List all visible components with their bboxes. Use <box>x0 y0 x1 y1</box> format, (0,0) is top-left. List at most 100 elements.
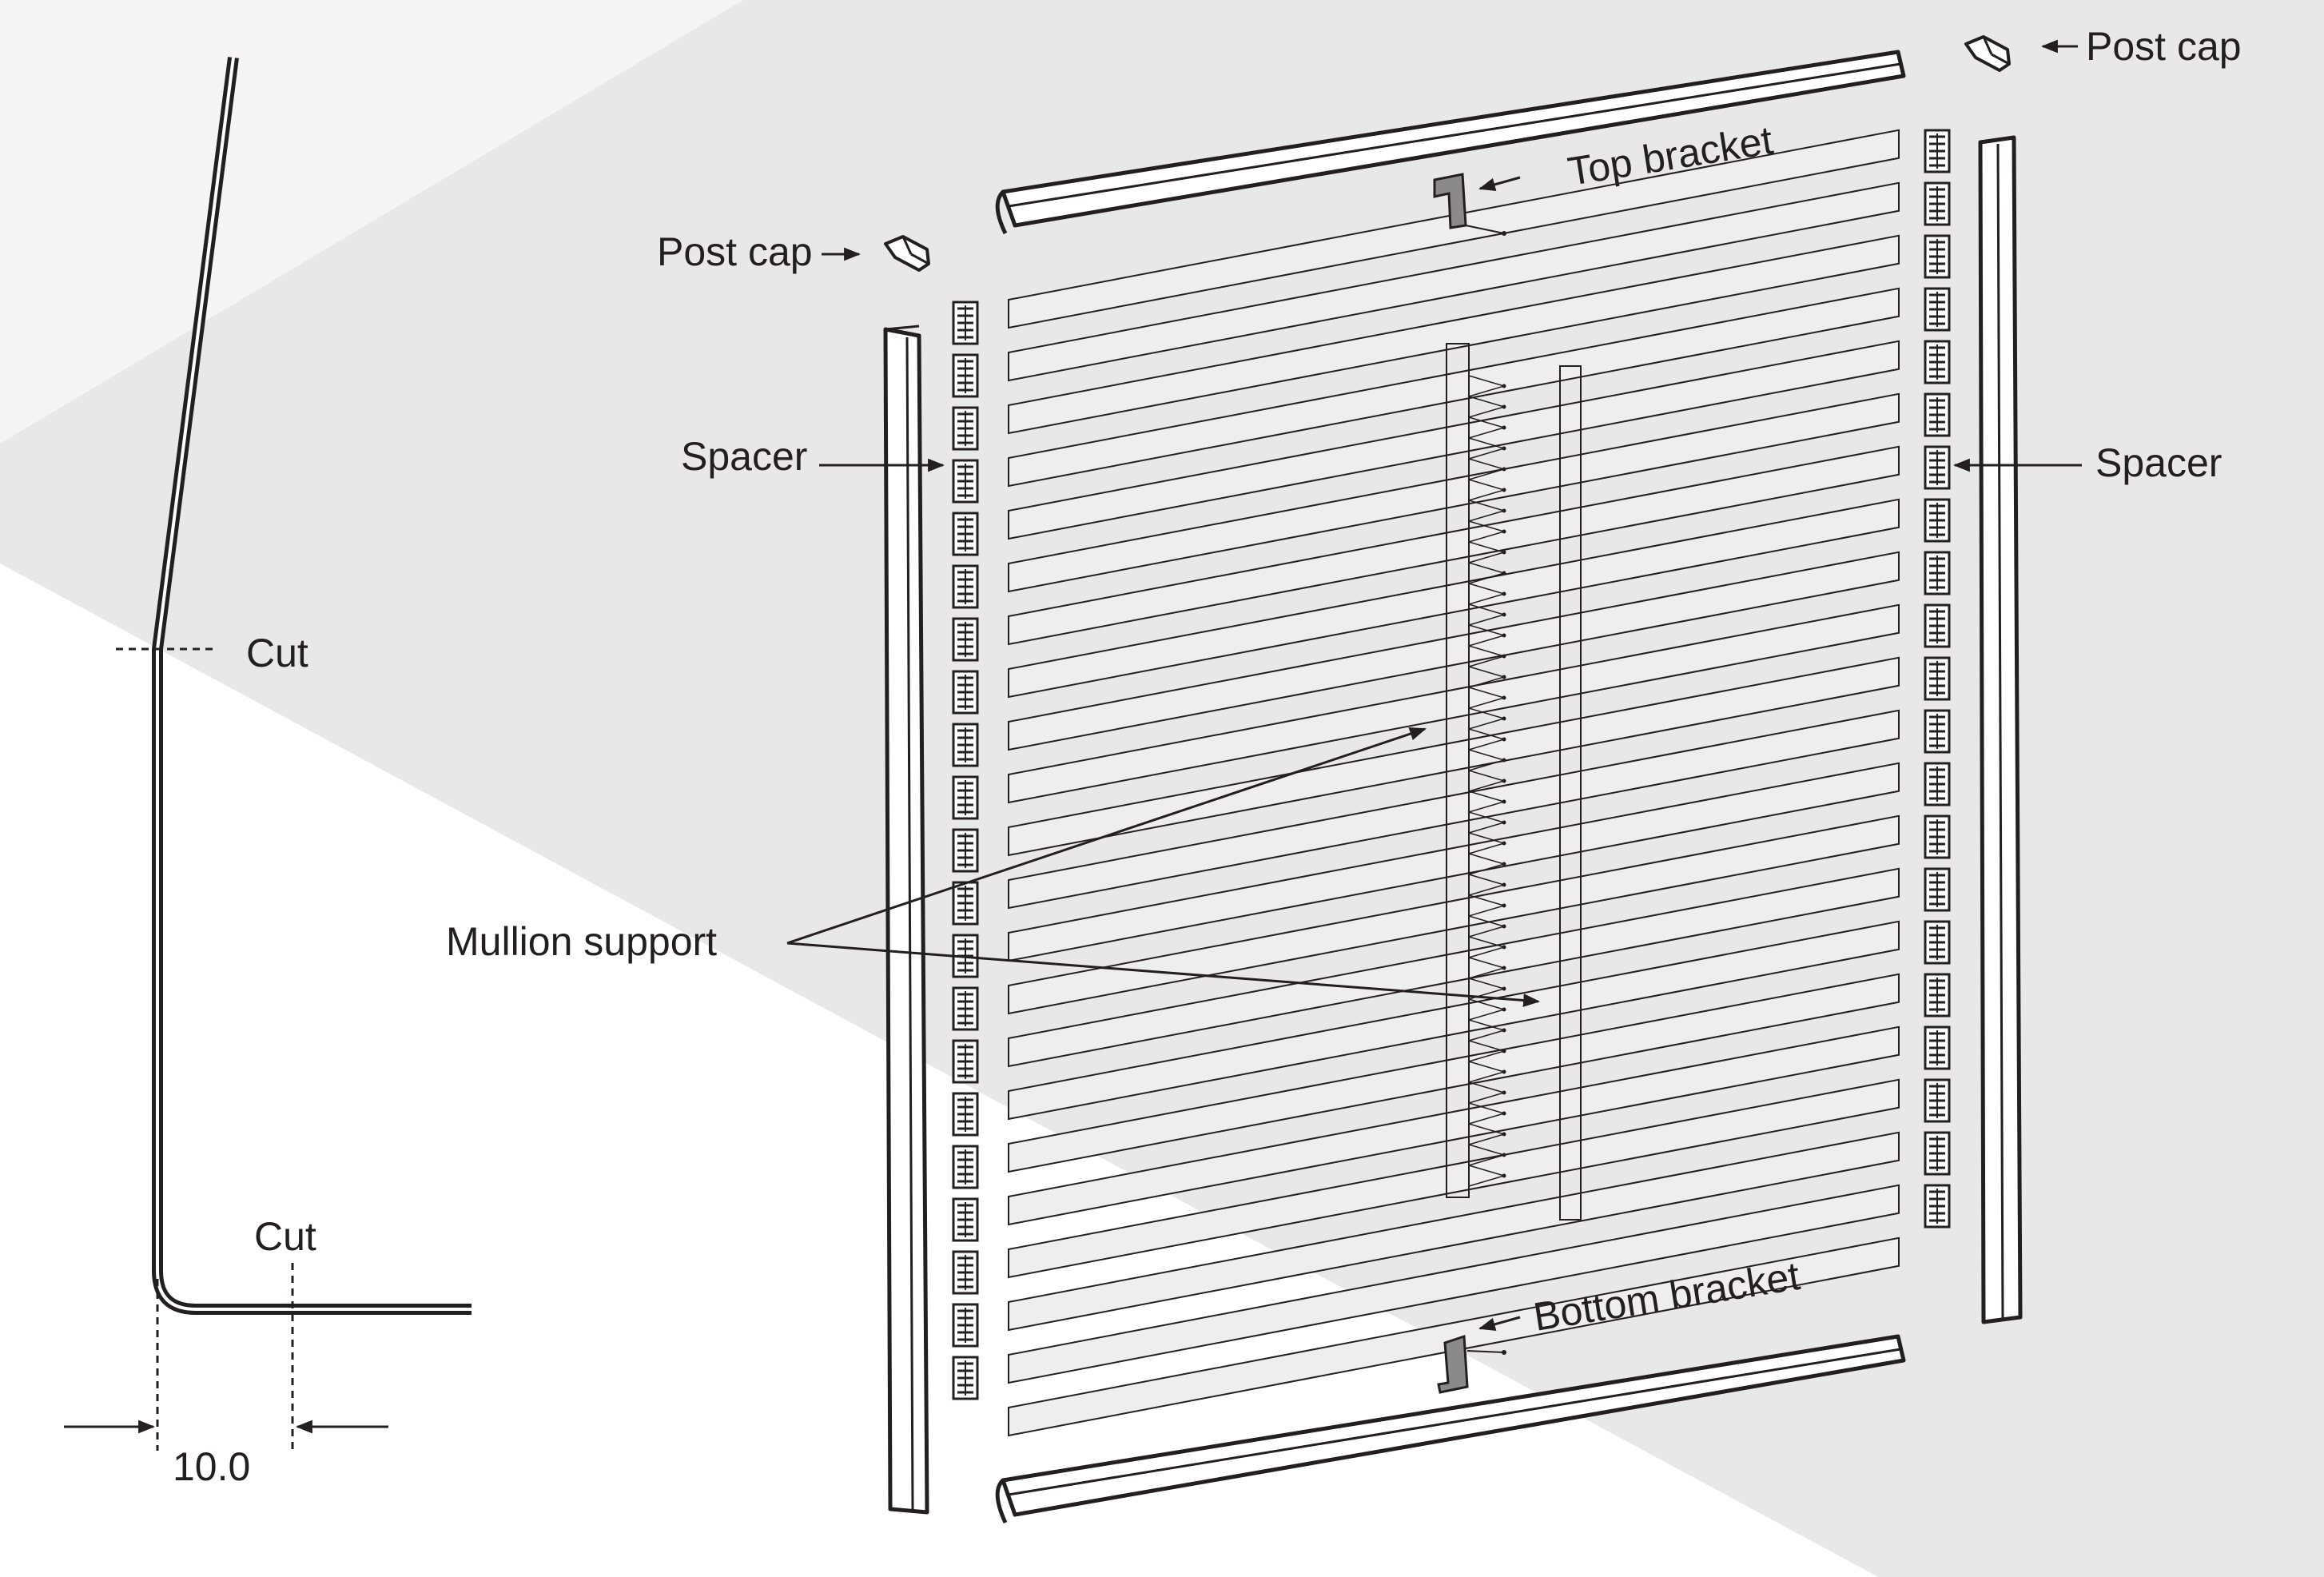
ladder-pin <box>1502 695 1506 700</box>
ladder-pin <box>1502 675 1506 679</box>
background-white <box>0 563 1878 1577</box>
cut-label-lower: Cut <box>254 1214 316 1259</box>
ladder-pin <box>1502 633 1506 638</box>
spacer-icon <box>1924 920 1951 965</box>
slat <box>1008 814 1900 1015</box>
ladder-pin <box>1502 1049 1506 1053</box>
bottom-bracket-icon <box>1437 1334 1506 1394</box>
spacer-icon <box>1924 340 1951 384</box>
slat <box>1008 551 1900 751</box>
slats <box>1008 129 1900 1437</box>
slat <box>1008 287 1900 488</box>
spacer-icon <box>952 1145 979 1189</box>
slat <box>1008 1131 1900 1332</box>
slat <box>1008 656 1900 857</box>
spacer-icon <box>952 1250 979 1295</box>
slat <box>1008 762 1900 962</box>
ladder-pin <box>1502 1028 1506 1033</box>
spacer-icon <box>952 670 979 715</box>
cut-label-upper: Cut <box>246 631 308 675</box>
mullion-support-label: Mullion support <box>446 919 717 964</box>
spacer-icon <box>952 1197 979 1242</box>
ladder-pin <box>1502 820 1506 825</box>
ladder-pin <box>1502 1173 1506 1178</box>
slat <box>1008 445 1900 646</box>
spacer-icon <box>952 986 979 1031</box>
spacer-icon <box>952 828 979 873</box>
ladder-pin <box>1502 903 1506 908</box>
spacer-icon <box>952 1303 979 1348</box>
spacer-icon <box>952 564 979 609</box>
ladder-pin <box>1502 862 1506 866</box>
assembly <box>883 35 2023 1524</box>
dimension-value: 10.0 <box>173 1444 250 1489</box>
spacer-icon <box>1924 181 1951 226</box>
spacer-icon <box>1924 287 1951 332</box>
slat <box>1008 129 1900 329</box>
ladder-pin <box>1502 799 1506 804</box>
slat <box>1008 1025 1900 1226</box>
ladder-pin <box>1502 550 1506 555</box>
top-bracket-arrow-icon <box>1478 176 1521 191</box>
slat <box>1008 1237 1900 1437</box>
slat <box>1008 1184 1900 1384</box>
bottom-rail <box>995 1334 1906 1524</box>
spacer-icon <box>952 1356 979 1400</box>
top-bracket-icon <box>1433 173 1506 236</box>
bottom-bracket-arrow-icon <box>1478 1316 1521 1331</box>
ladder-pin <box>1502 1111 1506 1116</box>
post-cap-right-icon <box>1964 35 2011 72</box>
spacer-icon <box>952 353 979 398</box>
spacer-icon <box>952 775 979 820</box>
ladder-pin <box>1502 924 1506 929</box>
spacer-icon <box>1924 1184 1951 1229</box>
spacer-icon <box>1924 762 1951 806</box>
spacer-icon <box>1924 867 1951 912</box>
profile-detail: Cut Cut 10.0 <box>64 57 472 1489</box>
ladder-pin <box>1502 446 1506 451</box>
slat <box>1008 234 1900 435</box>
spacer-icon <box>1924 656 1951 701</box>
ladder-pin <box>1502 425 1506 430</box>
spacers-left <box>952 301 979 1400</box>
slat <box>1008 181 1900 382</box>
slat <box>1008 867 1900 1068</box>
post-cap-left-icon <box>884 235 930 272</box>
ladder-pin <box>1502 529 1506 534</box>
spacer-icon <box>1924 814 1951 859</box>
spacer-icon <box>1924 709 1951 754</box>
spacer-left-label: Spacer <box>681 434 807 479</box>
ladder-pin <box>1502 508 1506 513</box>
top-rail <box>995 50 1906 235</box>
ladder-pin <box>1502 716 1506 721</box>
spacer-icon <box>952 1092 979 1137</box>
spacer-icon <box>952 512 979 556</box>
slat <box>1008 392 1900 593</box>
ladder-pin <box>1502 966 1506 970</box>
spacer-icon <box>952 406 979 451</box>
ladder-pin <box>1502 779 1506 783</box>
ladder-pin <box>1502 1069 1506 1074</box>
spacer-icon <box>1924 603 1951 648</box>
spacer-icon <box>1924 234 1951 279</box>
ladder-pin <box>1502 1153 1506 1157</box>
spacer-icon <box>952 723 979 767</box>
spacer-icon <box>952 881 979 926</box>
spacer-icon <box>1924 973 1951 1017</box>
post-cap-right-label: Post cap <box>2086 24 2242 69</box>
post-cap-left-label: Post cap <box>657 229 813 274</box>
ladder-pin <box>1502 841 1506 846</box>
ladder-pin <box>1502 571 1506 575</box>
spacer-icon <box>1924 498 1951 543</box>
spacer-right-label: Spacer <box>2095 440 2222 485</box>
slat <box>1008 603 1900 804</box>
slat <box>1008 1078 1900 1279</box>
ladder-pin <box>1502 488 1506 492</box>
slat <box>1008 973 1900 1173</box>
mullion-support-arrow-1-icon <box>786 727 1427 945</box>
ladder-pin <box>1502 758 1506 763</box>
spacer-icon <box>1924 392 1951 437</box>
ladder-cord <box>1468 375 1506 1187</box>
